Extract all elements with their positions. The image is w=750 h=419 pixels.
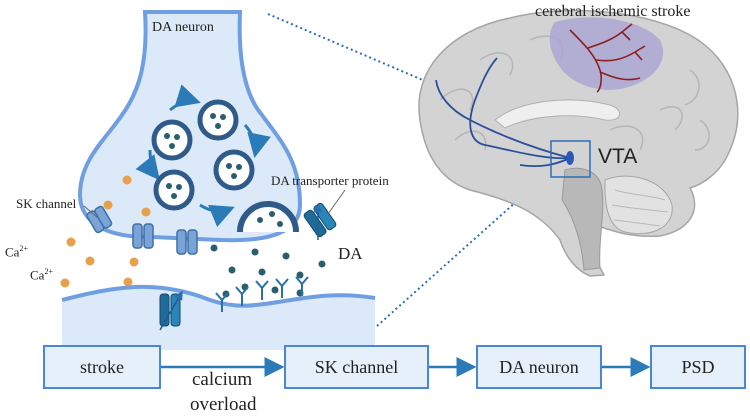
channel-arrow — [159, 290, 183, 331]
sk-channel-icon — [132, 223, 154, 249]
sk-channel-icon — [176, 229, 198, 255]
edge-label-overload: overload — [190, 394, 257, 415]
flow-step-psd: PSD — [650, 345, 746, 389]
ischemic-region — [549, 17, 664, 90]
calcium-label-2: Ca2+ — [30, 267, 53, 283]
cerebral-vessels — [569, 23, 646, 93]
cerebral-stroke-label: cerebral ischemic stroke — [535, 3, 691, 20]
postsynaptic-membrane — [61, 284, 376, 350]
vesicle-contents — [164, 113, 242, 199]
da-transporter-label: DA transporter protein — [271, 173, 389, 188]
da-label: DA — [338, 244, 363, 263]
dopamine-molecules — [210, 244, 326, 298]
sk-channel-label: SK channel — [16, 196, 77, 211]
synaptic-vesicles — [151, 99, 255, 211]
da-neuron-label: DA neuron — [152, 20, 214, 35]
vesicle-cycle-arrows — [135, 84, 271, 228]
vesicle — [153, 169, 195, 211]
sk-channel-icon — [86, 205, 113, 234]
flow-step-sk-channel: SK channel — [284, 345, 429, 389]
vesicle — [151, 119, 193, 161]
brain-illustration — [418, 9, 739, 277]
flow-step-stroke: stroke — [43, 345, 161, 389]
calcium-ions — [60, 175, 151, 288]
da-receptors — [215, 276, 309, 312]
fusing-vesicle — [237, 201, 299, 233]
vesicle — [197, 99, 239, 141]
vesicle — [213, 149, 255, 191]
edge-label-calcium: calcium — [192, 369, 253, 390]
vta-label: VTA — [598, 145, 638, 168]
sk-channels — [86, 205, 198, 255]
flow-step-da-neuron: DA neuron — [476, 345, 602, 389]
calcium-label-1: Ca2+ — [5, 244, 28, 260]
vta-box — [550, 140, 591, 178]
da-transporter-icon — [303, 202, 337, 238]
label-pointers — [83, 189, 346, 219]
vta-marker — [566, 151, 574, 165]
